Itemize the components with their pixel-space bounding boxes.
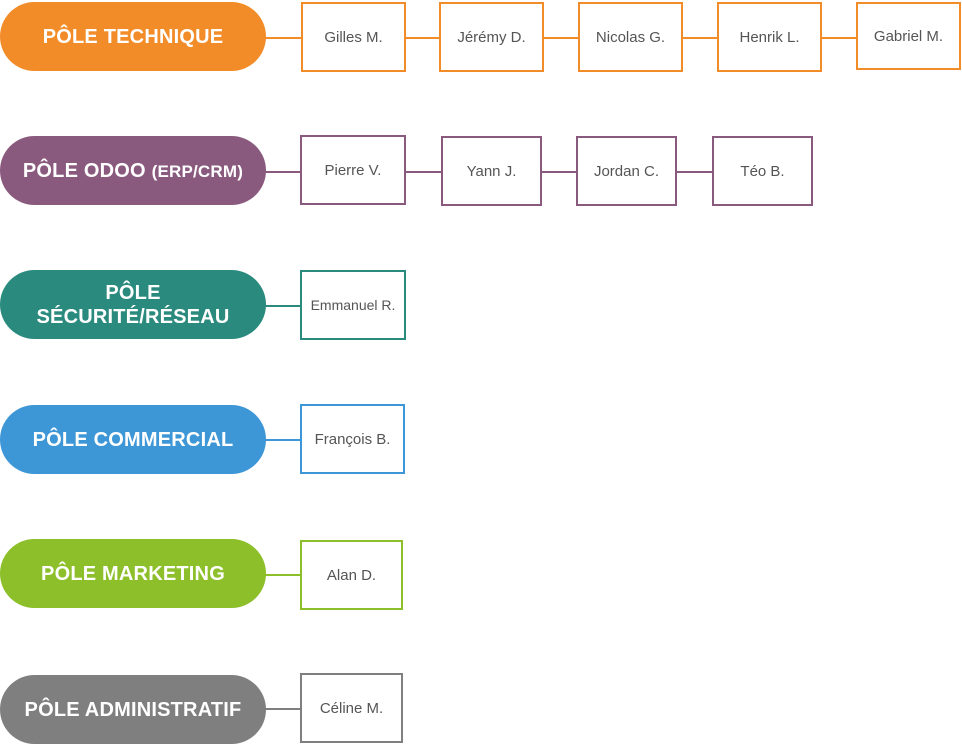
- department-label-securite-line-1: PÔLE: [105, 281, 161, 304]
- member-name: Emmanuel R.: [310, 297, 396, 313]
- department-label-commercial: PÔLE COMMERCIAL: [32, 428, 234, 451]
- member-name: Téo B.: [740, 162, 785, 180]
- department-pill-odoo: PÔLE ODOO (ERP/CRM): [0, 136, 266, 205]
- member-box: Pierre V.: [300, 135, 406, 205]
- connector-securite: [262, 305, 302, 307]
- department-label-odoo-suffix: (ERP/CRM): [151, 161, 244, 181]
- connector-marketing: [262, 574, 302, 576]
- department-label-technique: PÔLE TECHNIQUE: [42, 25, 224, 48]
- department-label-odoo-main: PÔLE ODOO: [22, 159, 146, 182]
- member-box: Jérémy D.: [439, 2, 544, 72]
- department-pill-marketing: PÔLE MARKETING: [0, 539, 266, 608]
- member-box: François B.: [300, 404, 405, 474]
- department-pill-commercial: PÔLE COMMERCIAL: [0, 405, 266, 474]
- department-label-securite-line-2: SÉCURITÉ/RÉSEAU: [36, 305, 230, 328]
- member-name: Gilles M.: [324, 28, 383, 46]
- member-name: Jordan C.: [593, 162, 660, 180]
- connector-administratif: [262, 708, 302, 710]
- department-pill-administratif: PÔLE ADMINISTRATIF: [0, 675, 266, 744]
- connector-technique: [262, 37, 857, 39]
- member-name: Henrik L.: [739, 28, 800, 46]
- member-name: Céline M.: [319, 699, 384, 717]
- member-name: Alan D.: [326, 566, 377, 584]
- member-box: Nicolas G.: [578, 2, 683, 72]
- department-pill-technique: PÔLE TECHNIQUE: [0, 2, 266, 71]
- member-name: Nicolas G.: [595, 28, 666, 46]
- member-box: Emmanuel R.: [300, 270, 406, 340]
- member-name: Gabriel M.: [873, 27, 944, 45]
- member-name: François B.: [314, 430, 391, 448]
- member-box: Jordan C.: [576, 136, 677, 206]
- member-box: Henrik L.: [717, 2, 822, 72]
- member-name: Jérémy D.: [457, 28, 526, 46]
- department-label-odoo: PÔLE ODOO (ERP/CRM): [23, 159, 243, 183]
- member-name: Pierre V.: [324, 161, 382, 179]
- department-label-administratif: PÔLE ADMINISTRATIF: [24, 698, 242, 721]
- member-box: Gilles M.: [301, 2, 406, 72]
- member-box: Gabriel M.: [856, 2, 961, 70]
- member-box: Téo B.: [712, 136, 813, 206]
- member-box: Alan D.: [300, 540, 403, 610]
- member-box: Céline M.: [300, 673, 403, 743]
- department-pill-securite: PÔLE SÉCURITÉ/RÉSEAU: [0, 270, 266, 339]
- member-name: Yann J.: [466, 162, 517, 180]
- connector-commercial: [262, 439, 302, 441]
- member-box: Yann J.: [441, 136, 542, 206]
- department-label-marketing: PÔLE MARKETING: [41, 562, 225, 585]
